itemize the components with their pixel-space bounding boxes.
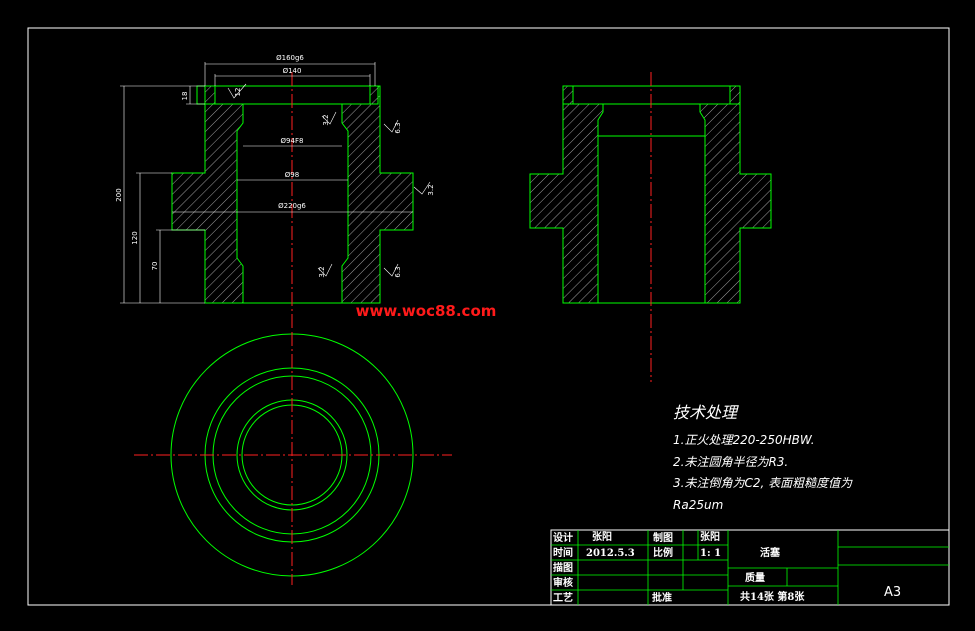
note-3: 3.未注倒角为C2, 表面粗糙度值为 — [673, 476, 853, 490]
roughness-32-c: 3.2 — [318, 266, 326, 277]
dim-h18: 18 — [181, 92, 189, 101]
side-section-view — [529, 72, 772, 382]
tb-check-label: 审核 — [553, 576, 573, 589]
dim-d160: Ø160g6 — [276, 54, 304, 62]
note-2: 2.未注圆角半径为R3. — [673, 455, 788, 469]
top-view — [134, 332, 452, 585]
dim-d98: Ø98 — [285, 171, 299, 179]
front-right-wall — [341, 85, 414, 304]
dim-h70: 70 — [151, 262, 159, 271]
tb-sheets: 共14张 第8张 — [740, 590, 805, 603]
title-block-frame — [550, 529, 950, 606]
tb-draw-value: 张阳 — [700, 530, 720, 543]
roughness-63-b: 6.3 — [394, 266, 402, 277]
roughness-63-a: 6.3 — [394, 122, 402, 133]
tb-draw-label: 制图 — [653, 531, 673, 544]
tb-scale-value: 1: 1 — [700, 548, 721, 559]
front-dimension-texts: Ø160g6 Ø140 Ø94F8 Ø98 Ø220g6 18 200 120 … — [115, 54, 435, 278]
tb-scale-label: 比例 — [653, 546, 673, 559]
side-right-wall — [699, 85, 772, 304]
tb-process-label: 工艺 — [553, 591, 573, 604]
front-section-view — [171, 72, 414, 330]
watermark-text: www.woc88.com — [356, 302, 497, 320]
front-dimensions — [120, 62, 431, 304]
tb-time-label: 时间 — [553, 546, 573, 559]
tb-paper-size: A3 — [884, 585, 901, 600]
dim-h200: 200 — [115, 188, 123, 201]
tb-part-name: 活塞 — [760, 546, 781, 559]
front-left-wall — [171, 85, 244, 304]
dim-d220: Ø220g6 — [278, 202, 306, 210]
tb-trace-label: 描图 — [553, 561, 573, 574]
tb-mass-label: 质量 — [745, 571, 765, 584]
technical-notes: 技术处理 1.正火处理220-250HBW. 2.未注圆角半径为R3. 3.未注… — [673, 403, 853, 512]
dim-d94: Ø94F8 — [281, 137, 304, 145]
note-4: Ra25um — [673, 498, 723, 512]
front-top-flange — [196, 85, 379, 105]
dim-h120: 120 — [131, 231, 139, 244]
tb-approve-label: 批准 — [652, 591, 672, 604]
tb-design-label: 设计 — [553, 531, 573, 544]
roughness-32-a: 3.2 — [322, 114, 330, 125]
dim-d140: Ø140 — [283, 67, 302, 75]
note-1: 1.正火处理220-250HBW. — [673, 433, 815, 447]
tb-design-value: 张阳 — [592, 530, 612, 543]
roughness-32-b: 3.2 — [427, 184, 435, 195]
title-block: 设计 张阳 制图 张阳 时间 2012.5.3 比例 1: 1 描图 审核 工艺… — [550, 529, 950, 606]
roughness-12: 12 — [234, 88, 242, 97]
notes-title: 技术处理 — [673, 403, 739, 422]
drawing-border — [27, 27, 950, 606]
side-left-wall — [529, 85, 604, 304]
tb-time-value: 2012.5.3 — [586, 548, 635, 559]
